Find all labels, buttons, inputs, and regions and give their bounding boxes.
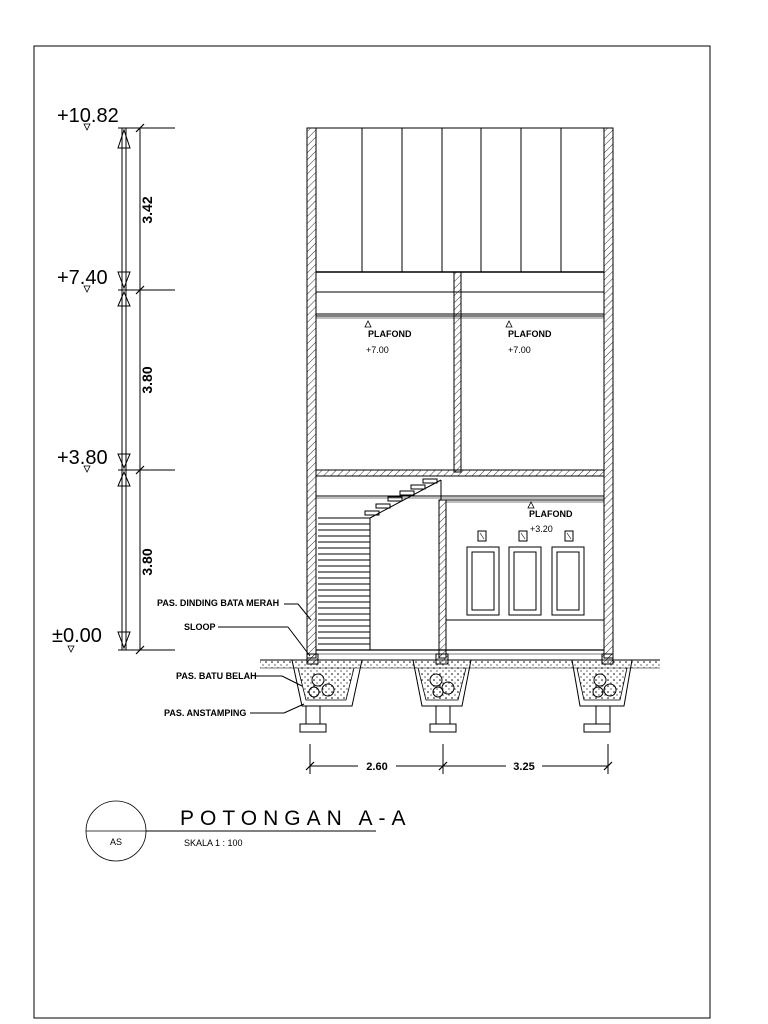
drawing-scale: SKALA 1 : 100 — [184, 838, 243, 848]
title-block: AS POTONGAN A-A SKALA 1 : 100 — [85, 800, 411, 862]
building-section: PLAFOND +7.00 PLAFOND +7.00 — [306, 127, 614, 659]
level-label-middle: +3.80 — [57, 447, 108, 469]
plafond-label-lower: PLAFOND — [529, 509, 573, 519]
callout-anstamping: PAS. ANSTAMPING — [164, 708, 246, 718]
level-label-top: +10.82 — [57, 105, 119, 127]
plafond-label-upper-left: PLAFOND — [368, 329, 412, 339]
foundation — [260, 653, 660, 733]
plafond-level-upper-right: +7.00 — [508, 345, 531, 355]
callout-batu-belah: PAS. BATU BELAH — [176, 671, 257, 681]
horizontal-dim-left: 2.60 — [366, 761, 387, 773]
drawing-title: POTONGAN A-A — [180, 807, 411, 830]
middle-wall-lower — [438, 499, 447, 659]
sheet-border — [33, 45, 711, 1019]
callouts: PAS. DINDING BATA MERAH SLOOP PAS. BATU … — [157, 598, 312, 718]
level-label-ground: ±0.00 — [52, 625, 102, 647]
staircase — [318, 478, 442, 651]
horizontal-dimensions: 2.60 3.25 — [305, 744, 613, 774]
right-wall — [603, 127, 614, 659]
plafond-level-upper-left: +7.00 — [366, 345, 389, 355]
middle-wall-upper — [453, 271, 462, 473]
horizontal-dim-right: 3.25 — [513, 761, 534, 773]
section-badge: AS — [110, 837, 122, 847]
left-wall — [306, 127, 317, 659]
callout-sloop: SLOOP — [184, 622, 216, 632]
windows — [466, 546, 585, 616]
level-label-upper: +7.40 — [57, 267, 108, 289]
callout-wall: PAS. DINDING BATA MERAH — [157, 598, 279, 608]
vertical-dim-top: 3.42 — [139, 196, 155, 223]
ground-soil — [260, 660, 660, 668]
plafond-label-upper-right: PLAFOND — [508, 329, 552, 339]
floor-slab — [315, 469, 605, 477]
vertical-dim-bottom: 3.80 — [139, 548, 155, 575]
plafond-level-lower: +3.20 — [530, 524, 553, 534]
vertical-dim-middle: 3.80 — [139, 366, 155, 393]
level-dimension-column: +10.82 +7.40 +3.80 ±0.00 3.42 3.80 3.80 — [52, 105, 175, 655]
